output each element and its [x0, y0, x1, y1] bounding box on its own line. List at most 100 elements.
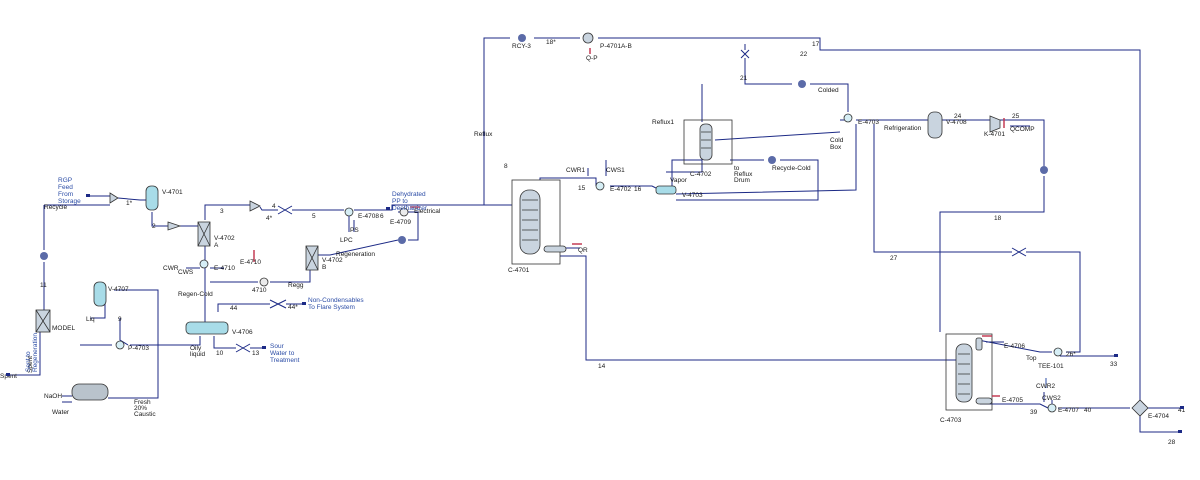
valve-4-icon[interactable]	[277, 205, 293, 215]
v4708-label: V-4708	[946, 119, 967, 126]
stream-lines	[8, 37, 1182, 433]
heater-4710-icon[interactable]	[259, 277, 269, 287]
c4701-reboiler[interactable]	[543, 245, 567, 253]
e4702-exchanger[interactable]	[595, 181, 605, 191]
dehydrated-line1: Dehydrated	[392, 191, 426, 198]
stream-4710-label: 4710	[252, 287, 267, 294]
e4710-exchanger[interactable]	[199, 259, 209, 269]
e4703-coldbox[interactable]	[843, 113, 853, 123]
c4701-label: C-4701	[508, 267, 530, 274]
stream-44-line	[217, 303, 304, 312]
marker	[1114, 354, 1118, 357]
rcy3-icon[interactable]	[518, 34, 526, 42]
stream-vapor-line	[671, 159, 702, 188]
stream-end-markers	[6, 194, 1184, 433]
c4703-column[interactable]	[955, 343, 973, 403]
cws2-label: CWS2	[1042, 395, 1061, 402]
stream-44-label: 44	[230, 305, 238, 312]
stream-cwr2-line	[1043, 392, 1053, 404]
fresh-caustic-line2: 20%	[134, 405, 147, 412]
refrigeration-label: Refrigeration	[884, 125, 922, 132]
e4704-label: E-4704	[1148, 413, 1169, 420]
recycle-op-icon[interactable]	[40, 252, 48, 260]
regg-label: Regg	[288, 282, 304, 289]
valve-13-icon[interactable]	[235, 343, 251, 353]
e4710-label: E-4710	[214, 265, 235, 272]
v4701-vessel[interactable]	[145, 185, 159, 211]
lpc-label: LPC	[340, 237, 353, 244]
marker	[6, 373, 10, 376]
refrig-recycle-icon[interactable]	[1040, 166, 1048, 174]
e4710b-label: E-4710	[240, 259, 261, 266]
reflux1-label: Reflux1	[652, 119, 674, 126]
liq-label: Liq	[86, 316, 95, 323]
p4703-pump[interactable]	[115, 340, 125, 350]
rgp-feed-line3: From	[58, 191, 73, 198]
e4702-label: E-4702	[610, 186, 631, 193]
stream-21-line	[744, 58, 792, 85]
c4702-label: C-4702	[690, 171, 712, 178]
marker	[1180, 406, 1184, 409]
stream-top-line	[977, 339, 1052, 353]
non-condensables-line2: To Flare System	[308, 304, 355, 311]
v4707-vessel[interactable]	[93, 281, 107, 307]
valve-27-icon[interactable]	[1011, 247, 1027, 257]
compressor-icon[interactable]	[249, 200, 261, 212]
c4703-condenser[interactable]	[975, 337, 983, 351]
e4705-label: E-4705	[1002, 397, 1023, 404]
v4702a-cross	[197, 221, 211, 247]
e4708-exchanger[interactable]	[344, 207, 354, 217]
v4703-vessel[interactable]	[655, 185, 677, 195]
qr-label: QR	[578, 247, 588, 254]
e4709-heater[interactable]	[399, 207, 409, 217]
sour-water-line1: Sour	[270, 343, 285, 350]
top-label: Top	[1026, 355, 1037, 362]
stream-c4702-side	[714, 131, 841, 161]
v4702a-label2: A	[214, 242, 219, 249]
v4702b-label1: V-4702	[322, 257, 343, 264]
c4703-reboiler[interactable]	[975, 397, 993, 405]
v4706-vessel[interactable]	[185, 321, 229, 335]
c4701-column[interactable]	[519, 189, 541, 255]
c4702-column[interactable]	[699, 123, 713, 161]
e4707-exchanger[interactable]	[1047, 403, 1057, 413]
e4704-exchanger[interactable]	[1131, 399, 1149, 417]
regeneration-label: Regeneration	[336, 251, 375, 258]
stream-14-line	[560, 255, 961, 372]
k4701-compressor[interactable]	[989, 115, 1001, 133]
p4701ab-pump[interactable]	[582, 32, 594, 44]
non-condensables-line1: Non-Condensables	[308, 297, 364, 304]
feed-section: Spent Spent Sent to Regeneration MODEL 1…	[0, 177, 375, 418]
marker	[386, 207, 390, 210]
recycle-cold-icon[interactable]	[768, 156, 776, 164]
v4701-label: V-4701	[162, 189, 183, 196]
recycle-cold-label: Recycle-Cold	[772, 165, 811, 172]
stream-3-line	[204, 204, 250, 220]
tee101-exchanger[interactable]	[1053, 347, 1063, 357]
vapor-label: Vapor	[670, 177, 688, 184]
v4708-vessel[interactable]	[927, 111, 943, 139]
stream-18s-label: 18*	[546, 39, 556, 46]
sour-water-line3: Treatment	[270, 357, 300, 364]
electrical-label: Electrical	[414, 208, 441, 215]
stream-recycle-line	[43, 204, 110, 250]
stream-41-label: 41	[1178, 407, 1186, 414]
dehydrated-line3: Deethanizer	[392, 205, 428, 212]
stream-9-line	[119, 318, 129, 346]
regen-recycle-icon[interactable]	[398, 236, 406, 244]
valve-21-icon[interactable]	[740, 49, 750, 59]
stream-p4703-line	[80, 336, 201, 346]
stream-6-label: 6	[380, 213, 384, 220]
valve-a-icon[interactable]	[167, 221, 182, 231]
stream-28-label: 28	[1168, 439, 1176, 446]
colded-recycle-icon[interactable]	[798, 80, 806, 88]
stream-3-label: 3	[220, 208, 224, 215]
mixer-icon[interactable]	[109, 192, 119, 204]
caustic-tank[interactable]	[71, 383, 109, 401]
valve-44-icon[interactable]	[269, 299, 287, 309]
stream-17-line	[598, 37, 1141, 400]
c4702-trays	[701, 131, 711, 149]
rgp-feed-line1: RGP	[58, 177, 72, 184]
stream-17-label: 17	[812, 41, 820, 48]
